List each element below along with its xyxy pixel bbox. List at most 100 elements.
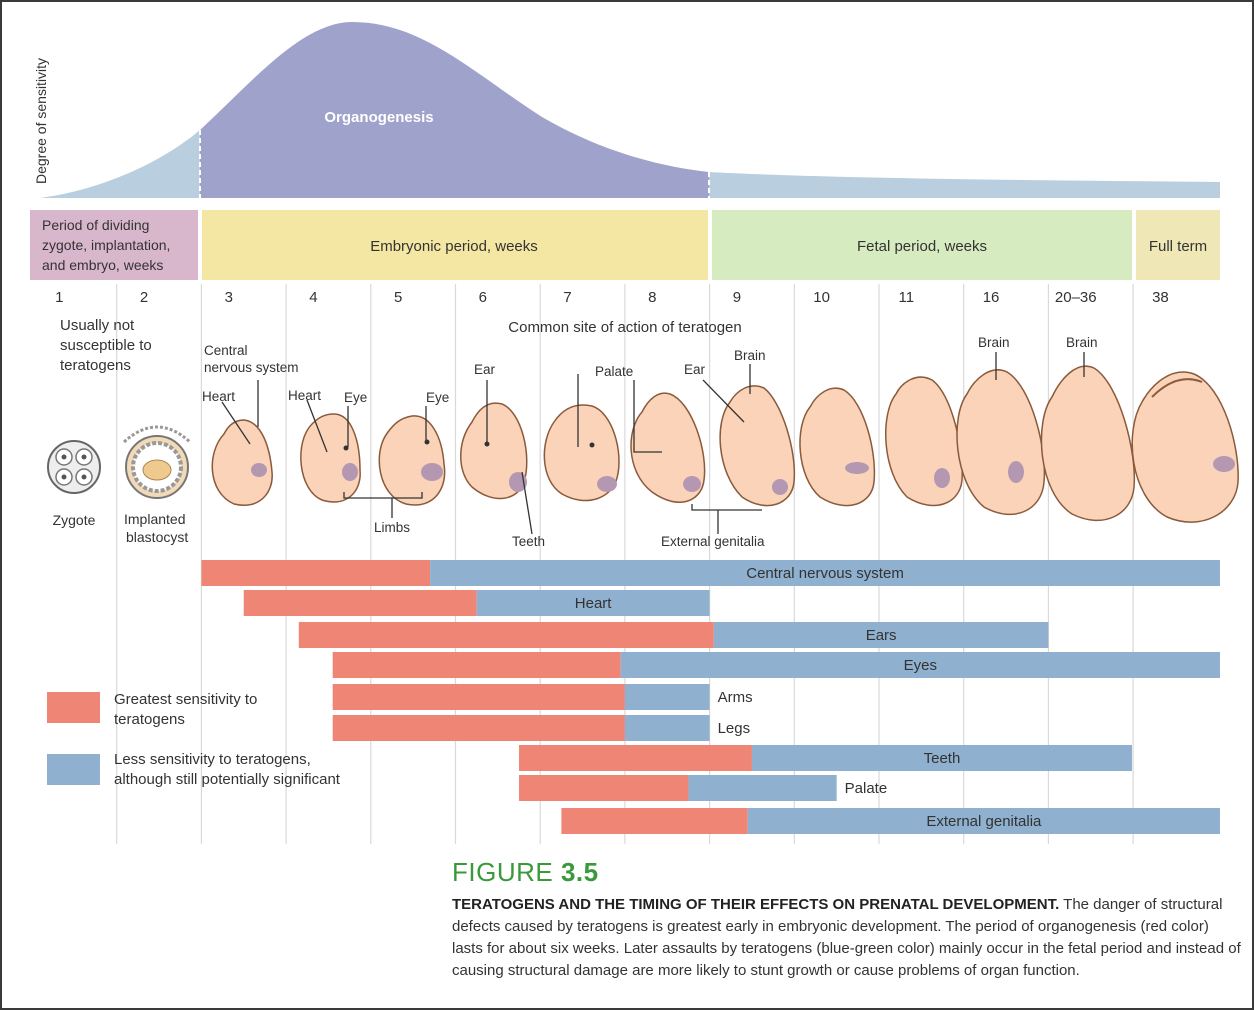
bar-segment-less <box>688 775 837 801</box>
curve-organogenesis-area <box>200 22 709 198</box>
bar-label: Ears <box>866 627 897 644</box>
bar-label: Heart <box>575 595 613 612</box>
legend-line: although still potentially significant <box>114 771 341 788</box>
fetus-week-38 <box>1131 371 1239 523</box>
sensitivity-bars: Central nervous systemHeartEarsEyesArmsL… <box>201 560 1221 834</box>
annotation-genitalia: External genitalia <box>661 534 765 549</box>
embryo-week-8 <box>630 392 706 503</box>
fetus-week-11 <box>885 376 963 507</box>
caption-text: The danger of structural defects caused … <box>452 896 1241 979</box>
note-line: teratogens <box>60 357 131 374</box>
curve-fetal-area <box>709 172 1220 198</box>
annotation-eye-wk4: Eye <box>344 390 367 405</box>
bar-label: Teeth <box>924 750 961 767</box>
embryo-week-6 <box>460 402 528 500</box>
embryo-illustrations <box>211 365 1239 523</box>
annotation-limbs: Limbs <box>374 520 410 535</box>
fetus-week-10 <box>799 387 876 507</box>
annotation-eye-wk5: Eye <box>426 390 449 405</box>
period-band-embryonic <box>202 210 708 280</box>
bar-segment-less <box>713 622 1049 648</box>
period-band-full-term <box>1136 210 1220 280</box>
week-label: 2 <box>140 289 148 306</box>
week-label: 11 <box>899 289 915 306</box>
fetus-week-9 <box>719 385 796 507</box>
bar-segment-less <box>476 590 710 616</box>
week-label: 16 <box>983 289 1000 306</box>
bar-segment-greatest <box>332 684 625 710</box>
week-label: 9 <box>733 289 741 306</box>
annotation-cns: Central nervous system <box>204 343 299 375</box>
bar-segment-less <box>624 684 710 710</box>
zygote-label: Zygote <box>53 512 96 528</box>
annotation-leaders <box>221 352 1085 535</box>
bar-segment-less <box>751 745 1132 771</box>
week-label: 5 <box>394 289 402 306</box>
period-band-fetal <box>712 210 1132 280</box>
annotation-teeth: Teeth <box>512 534 545 549</box>
legend-line: Greatest sensitivity to <box>114 691 257 708</box>
bar-label: External genitalia <box>926 813 1042 830</box>
week-label: 6 <box>479 289 487 306</box>
blastocyst-label-line: Implanted <box>124 511 185 527</box>
legend-line: teratogens <box>114 711 185 728</box>
blastocyst-illustration <box>122 425 192 499</box>
annotation-brain-wk16: Brain <box>978 335 1010 350</box>
caption-title: TERATOGENS AND THE TIMING OF THEIR EFFEC… <box>452 896 1060 913</box>
blastocyst-label-line: blastocyst <box>126 529 188 545</box>
y-axis-label: Degree of sensitivity <box>33 58 49 184</box>
figure-number: 3.5 <box>560 857 599 887</box>
figure-label: FIGURE 3.5 <box>452 857 1242 888</box>
sensitivity-curve: Organogenesis <box>40 22 1220 198</box>
bar-segment-greatest <box>332 652 621 678</box>
bar-label: Eyes <box>904 657 937 674</box>
annotation-ear-wk6: Ear <box>474 362 496 377</box>
bar-segment-greatest <box>519 775 689 801</box>
period-label-fetal: Fetal period, weeks <box>857 238 987 255</box>
week-label: 20–36 <box>1055 289 1097 306</box>
annotation-ear-wk8: Ear <box>684 362 706 377</box>
bar-segment-less <box>747 808 1220 834</box>
legend-swatch-less <box>47 754 100 785</box>
bar-segment-greatest <box>243 590 477 616</box>
bar-segment-less <box>624 715 710 741</box>
embryo-week-3 <box>211 419 273 506</box>
annotation-heart-wk3: Heart <box>202 389 235 404</box>
annotation-line: nervous system <box>204 360 299 375</box>
blastocyst-label: Implanted blastocyst <box>124 511 189 545</box>
week-label: 7 <box>563 289 571 306</box>
not-susceptible-note: Usually not susceptible to teratogens <box>60 317 156 374</box>
period-label-line: zygote, implantation, <box>42 237 170 253</box>
bar-segment-less <box>430 560 1221 586</box>
period-band-pre-embryonic <box>30 210 198 280</box>
annotation-heart-wk4: Heart <box>288 388 321 403</box>
common-site-label: Common site of action of teratogen <box>508 319 741 336</box>
fetus-week-20-36 <box>1040 365 1136 522</box>
week-label: 1 <box>55 289 63 306</box>
bar-segment-greatest <box>298 622 714 648</box>
bar-segment-less <box>620 652 1220 678</box>
embryo-week-5 <box>378 415 446 506</box>
legend-label-greatest: Greatest sensitivity to teratogens <box>114 691 262 728</box>
curve-label: Organogenesis <box>324 109 433 126</box>
organ-annotations: Central nervous system Heart Heart Eye E… <box>202 335 1098 549</box>
annotation-palate: Palate <box>595 364 633 379</box>
fetus-week-16 <box>956 369 1046 516</box>
bar-label: Central nervous system <box>746 565 904 582</box>
bar-segment-greatest <box>561 808 748 834</box>
bar-segment-greatest <box>332 715 625 741</box>
bar-label: Legs <box>718 720 751 737</box>
period-label-line: and embryo, weeks <box>42 257 163 273</box>
bar-segment-greatest <box>201 560 431 586</box>
legend-swatch-greatest <box>47 692 100 723</box>
embryo-week-4 <box>300 413 361 503</box>
week-label: 8 <box>648 289 656 306</box>
legend: Greatest sensitivity to teratogens Less … <box>47 691 341 788</box>
bar-label: Palate <box>845 780 888 797</box>
zygote-illustration <box>47 440 101 494</box>
note-line: susceptible to <box>60 337 152 354</box>
annotation-brain-wk9: Brain <box>734 348 766 363</box>
week-label: 10 <box>813 289 830 306</box>
